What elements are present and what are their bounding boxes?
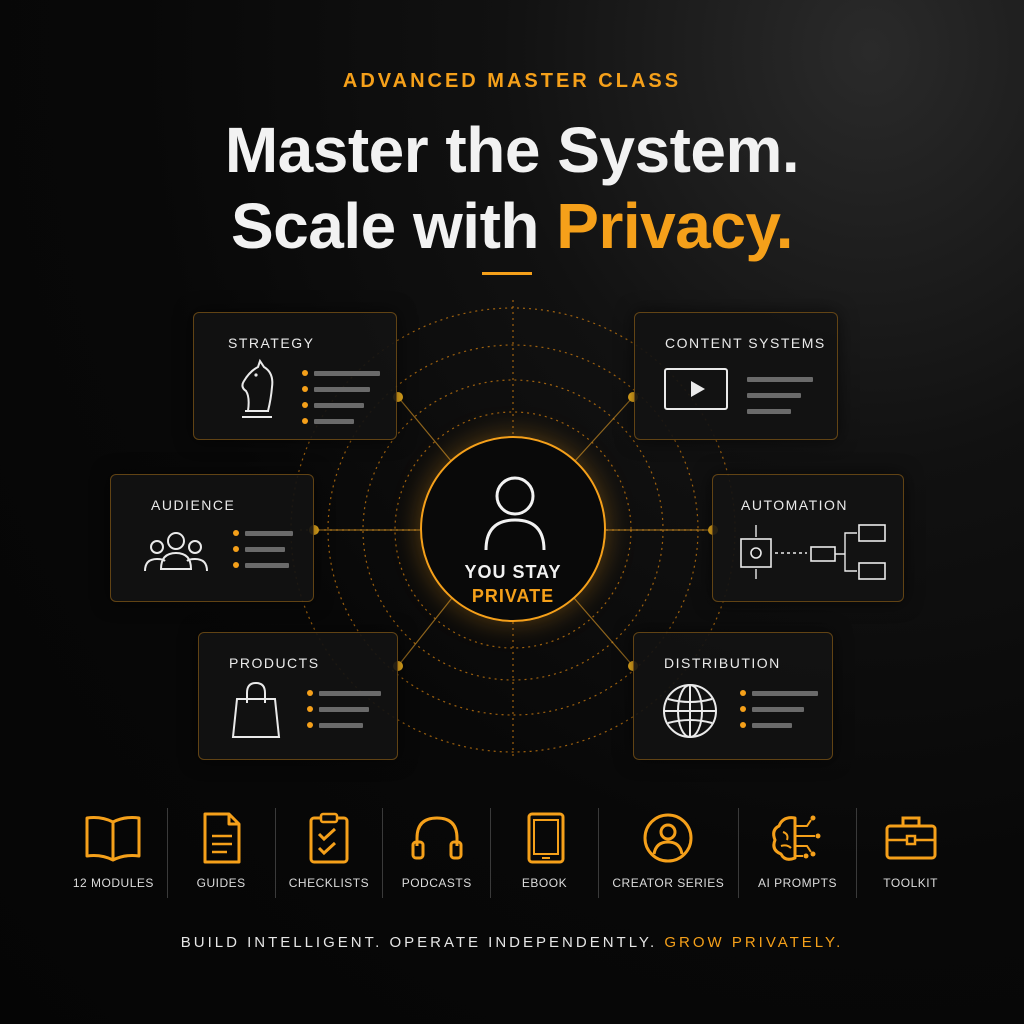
card-lines [307, 685, 381, 733]
connector-strategy [397, 396, 453, 463]
workflow-gear-icon [740, 524, 886, 580]
connector-distribution [573, 597, 634, 667]
card-title: STRATEGY [228, 335, 315, 351]
ebook-icon [527, 812, 565, 864]
ai-brain-icon [772, 815, 821, 861]
group-icon [144, 532, 208, 572]
globe-icon [663, 684, 717, 738]
resource-label: AI PROMPTS [757, 876, 837, 890]
resource-label: CREATOR SERIES [612, 876, 725, 890]
eyebrow: ADVANCED MASTER CLASS [342, 70, 682, 92]
card-title: AUDIENCE [151, 497, 236, 513]
center-label-line-1: YOU STAY [464, 562, 562, 582]
card-strategy: STRATEGY [193, 312, 397, 440]
video-play-icon [664, 368, 728, 410]
tagline-prefix: BUILD INTELLIGENT. OPERATE INDEPENDENTLY… [180, 934, 665, 951]
resource-label: EBOOK [521, 876, 568, 890]
headphones-icon [411, 816, 463, 860]
card-audience: AUDIENCE [110, 474, 314, 602]
resource-label: GUIDES [196, 876, 246, 890]
connector-content [573, 396, 634, 463]
resource-label: PODCASTS [401, 876, 472, 890]
center-label-line-2: PRIVATE [471, 586, 555, 606]
headline: Master the System. Scale with Privacy. [0, 112, 1024, 264]
card-title: AUTOMATION [741, 497, 849, 513]
tagline: BUILD INTELLIGENT. OPERATE INDEPENDENTLY… [0, 934, 1024, 951]
card-title: CONTENT SYSTEMS [665, 335, 826, 351]
resource-ebook: EBOOK [490, 808, 598, 898]
card-lines [740, 685, 818, 733]
card-lines [747, 371, 813, 419]
card-lines [233, 525, 293, 573]
headline-line-2: Scale with Privacy. [0, 188, 1024, 264]
resource-guides: GUIDES [166, 808, 275, 898]
headline-line-2-prefix: Scale with [230, 190, 557, 262]
resource-checklists: CHECKLISTS [274, 808, 383, 898]
tagline-accent: GROW PRIVATELY. [664, 934, 844, 951]
resource-label: CHECKLISTS [288, 876, 370, 890]
chess-knight-icon [241, 358, 274, 418]
card-distribution: DISTRIBUTION [633, 632, 833, 760]
resource-label: 12 MODULES [72, 876, 154, 890]
shopping-bag-icon [231, 681, 281, 738]
open-book-icon [85, 816, 141, 862]
card-title: PRODUCTS [229, 655, 320, 671]
card-content-systems: CONTENT SYSTEMS [634, 312, 838, 440]
resource-creator-series: CREATOR SERIES [597, 808, 738, 898]
user-circle-icon [643, 813, 693, 863]
card-title: DISTRIBUTION [664, 655, 781, 671]
card-automation: AUTOMATION [712, 474, 904, 602]
person-icon [484, 476, 546, 551]
resource-ai-prompts: AI PROMPTS [737, 808, 856, 898]
title-underline [482, 272, 532, 275]
resource-podcasts: PODCASTS [382, 808, 490, 898]
headline-accent: Privacy. [556, 190, 794, 262]
toolbox-icon [885, 816, 937, 860]
card-lines [302, 365, 380, 429]
clipboard-check-icon [309, 812, 349, 864]
connector-products [397, 597, 453, 667]
resource-label: TOOLKIT [883, 876, 938, 890]
resource-strip: 12 MODULES GUIDES CHECKLISTS PODCASTS [60, 808, 964, 898]
resource-modules: 12 MODULES [60, 808, 167, 898]
center-circle: YOU STAY PRIVATE [420, 436, 606, 622]
document-icon [203, 812, 241, 864]
card-products: PRODUCTS [198, 632, 398, 760]
resource-toolkit: TOOLKIT [856, 808, 964, 898]
connectors [314, 396, 713, 667]
headline-line-1: Master the System. [224, 114, 800, 186]
